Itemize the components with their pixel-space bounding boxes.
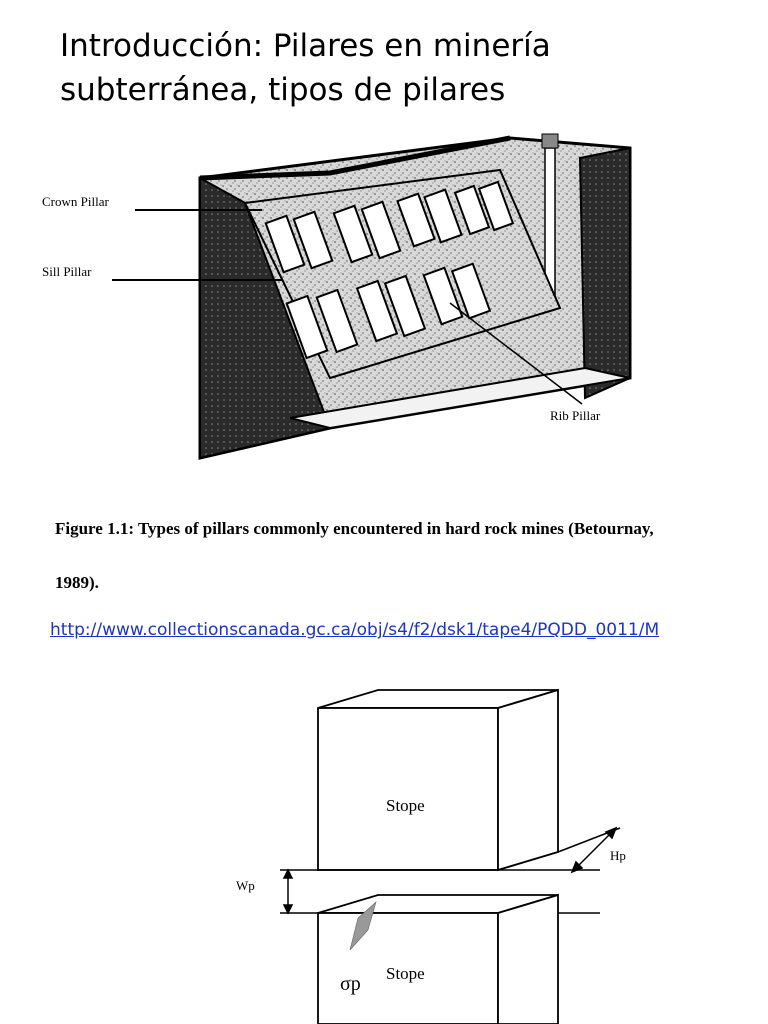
stope-cell <box>423 188 463 244</box>
stope-cell <box>453 184 491 236</box>
stope-cell <box>264 214 306 274</box>
rib-pillar-label: Rib Pillar <box>550 408 601 423</box>
top-stope-block <box>317 688 559 872</box>
hp-label: Hp <box>610 848 626 863</box>
stope-cell <box>332 204 374 264</box>
rib-pillar-leader <box>449 302 583 405</box>
bottom-stope-block <box>317 893 559 1024</box>
figure-caption: Figure 1.1: Types of pillars commonly en… <box>55 505 735 607</box>
stope-cell <box>477 180 515 232</box>
hp-dimension <box>570 826 618 874</box>
crown-pillar-label: Crown Pillar <box>42 194 109 209</box>
stope-cell <box>383 274 427 338</box>
stope-cell <box>450 262 492 320</box>
wp-label: Wp <box>236 878 255 893</box>
sill-pillar-label: Sill Pillar <box>42 264 92 279</box>
title-line-2: subterránea, tipos de pilares <box>60 72 506 108</box>
title-line-1: Introducción: Pilares en minería <box>60 28 551 64</box>
bottom-stope-label: Stope <box>386 964 425 983</box>
top-stope-label: Stope <box>386 796 425 815</box>
caption-line-1: Figure 1.1: Types of pillars commonly en… <box>55 519 654 538</box>
caption-line-2: 1989). <box>55 573 99 592</box>
sigma-p-label: σp <box>340 973 361 995</box>
wp-dimension <box>282 868 294 915</box>
stope-cell <box>285 294 329 360</box>
stopes-upper-row <box>264 180 515 274</box>
stope-cell <box>315 288 359 354</box>
stope-cell <box>422 266 464 326</box>
mine-pillars-diagram: Crown Pillar Sill Pillar Rib Pillar <box>42 133 632 460</box>
stope-cell <box>360 200 402 260</box>
pillar-shading <box>349 901 377 951</box>
source-link[interactable]: http://www.collectionscanada.gc.ca/obj/s… <box>50 620 660 640</box>
slide-title: Introducción: Pilares en minería subterr… <box>60 24 740 112</box>
stope-cell <box>292 210 334 270</box>
stope-cell <box>355 279 399 343</box>
stopes-lower-row <box>285 262 492 360</box>
pillar-stope-diagram: Stope Stope Hp Wp σp <box>236 688 626 1024</box>
stope-cell <box>396 192 436 248</box>
